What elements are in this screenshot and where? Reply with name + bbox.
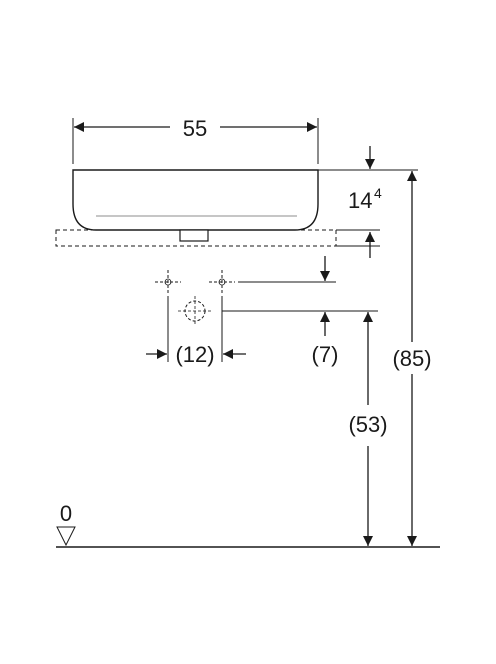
floor-label: 0 (60, 501, 72, 526)
waste-height-dimension: (53) (348, 312, 388, 546)
basin-outline (72, 169, 319, 231)
floor-reference: 0 (56, 501, 440, 548)
width-label: 55 (183, 116, 207, 141)
floor-datum-triangle-icon (56, 526, 76, 547)
supply-spacing-dimension: (12) (146, 296, 246, 367)
basin-height-dimension: 14 4 (336, 146, 382, 258)
waste-height-label: (53) (348, 412, 387, 437)
waste-offset-dimension: (7) (312, 256, 339, 367)
supply-symbol-left (155, 270, 181, 294)
water-supply-symbols (155, 270, 378, 326)
basin-height-superscript: 4 (374, 185, 382, 201)
basin-height-label: 14 (348, 188, 372, 213)
supply-symbol-right (209, 270, 235, 294)
total-height-label: (85) (392, 346, 431, 371)
waste-symbol (178, 296, 212, 326)
width-dimension: 55 (72, 116, 319, 164)
offset-label: (7) (312, 342, 339, 367)
spacing-label: (12) (175, 342, 214, 367)
total-height-dimension: (85) (392, 171, 432, 546)
countertop (55, 229, 380, 247)
drain-outlet (179, 229, 209, 242)
